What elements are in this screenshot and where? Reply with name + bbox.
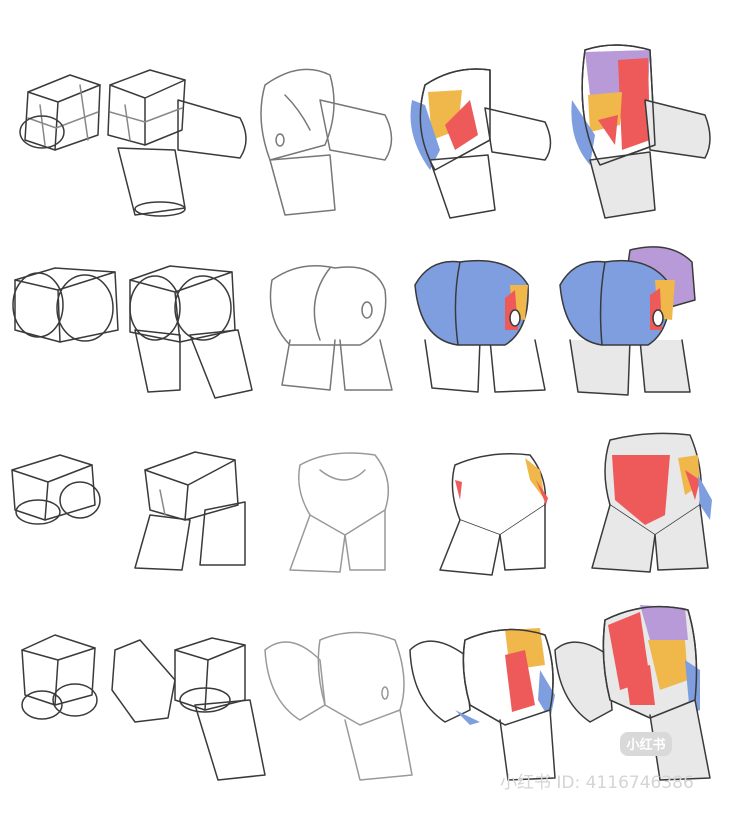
row3-box-study	[11, 454, 101, 525]
row1-box-study	[19, 74, 101, 151]
watermark: 小红书 小红书 ID: 4116746386	[500, 732, 694, 793]
row4-box-thighs-study	[111, 637, 266, 781]
watermark-text: 小红书 ID: 4116746386	[500, 773, 694, 793]
row3-box-thighs-study	[134, 451, 246, 571]
row4-partial-color-study	[409, 628, 556, 781]
row3-full-color-study	[591, 432, 712, 573]
row4-box-study	[21, 634, 98, 720]
watermark-badge-text: 小红书	[626, 737, 665, 753]
row1-full-color-study	[571, 44, 711, 219]
row2-box-thighs-study	[129, 265, 253, 399]
row1-box-thighs-study	[107, 69, 247, 217]
row2-box-study	[12, 267, 119, 343]
row2-partial-color-study	[414, 259, 546, 393]
watermark-badge	[620, 732, 672, 756]
row3-sketch-study	[289, 452, 390, 573]
row2-full-color-study	[559, 246, 696, 396]
row1-sketch-study	[260, 68, 393, 216]
row2-sketch-study	[269, 265, 393, 391]
row4-sketch-study	[264, 631, 413, 781]
row4-full-color-study	[554, 605, 711, 781]
row3-partial-color-study	[439, 453, 548, 576]
row1-partial-color-study	[410, 68, 552, 219]
